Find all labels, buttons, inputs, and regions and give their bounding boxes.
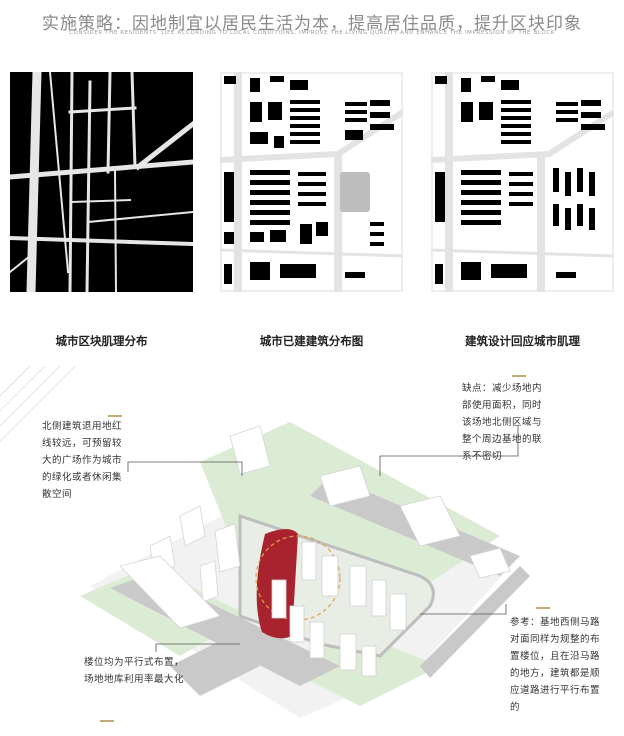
callout-parallel-layout: 楼位均为平行式布置，场地地库利用率最大化 xyxy=(84,657,185,685)
page-title: 实施策略：因地制宜以居民生活为本，提高居住品质，提升区块印象 xyxy=(42,14,582,34)
callout-defect: 缺点：减少场地内部使用面积，同时该场地北侧区域与整个周边基地的联系不密切 xyxy=(462,383,543,462)
design-response-map xyxy=(431,72,614,292)
caption-block-texture: 城市区块肌理分布 xyxy=(55,334,148,348)
callout-north-plaza: 北侧建筑退用地红线较远，可预留较大的广场作为城市的绿化或者休闲集散空间 xyxy=(42,421,123,500)
site-axonometric-diagram xyxy=(0,366,624,736)
caption-design-response: 建筑设计回应城市肌理 xyxy=(465,334,580,348)
page-subtitle: CONSIDER THE RESIDENTS' LIFE ACCORDING T… xyxy=(69,30,555,36)
caption-existing-buildings: 城市已建建筑分布图 xyxy=(259,334,364,348)
callout-reference: 参考：基地西侧马路对面同样为规整的布置楼位，且在沿马路的地方，建筑都是顺应道路进… xyxy=(510,617,601,713)
existing-buildings-map xyxy=(220,72,403,292)
block-texture-map xyxy=(10,72,193,292)
